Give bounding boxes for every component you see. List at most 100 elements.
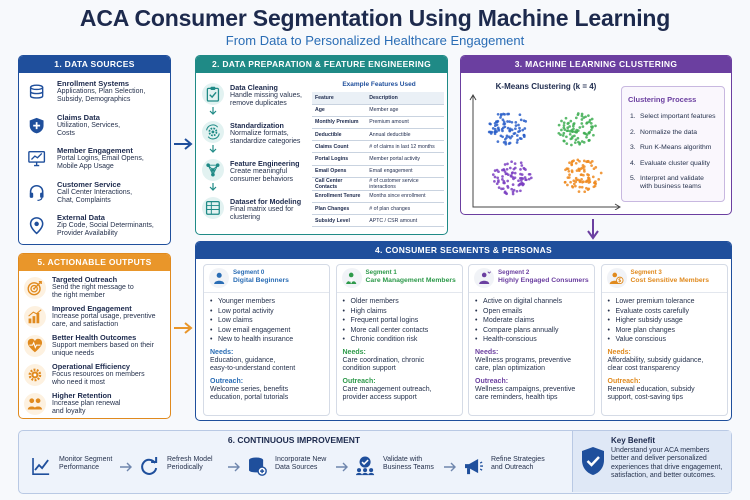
database-add-icon <box>243 452 271 480</box>
target-icon <box>24 277 46 299</box>
data-source-desc: Zip Code, Social Determinants, <box>57 222 154 229</box>
cluster-point <box>572 159 575 163</box>
cluster-point <box>505 167 509 171</box>
cluster-point <box>599 171 603 175</box>
data-source-title: Enrollment Systems <box>57 79 130 88</box>
page-subtitle: From Data to Personalized Healthcare Eng… <box>225 33 525 48</box>
feature-cell: Email Opens <box>312 165 367 178</box>
cluster-point <box>580 185 584 189</box>
people-icon <box>24 393 46 415</box>
needs-label: Needs: <box>342 348 366 356</box>
cluster-group <box>557 112 597 147</box>
cluster-point <box>519 118 523 122</box>
actionable-desc: Support members based on their <box>52 342 154 349</box>
cluster-point <box>559 133 562 137</box>
headset-icon <box>25 181 49 205</box>
cluster-point <box>573 141 577 144</box>
cluster-point <box>568 132 572 136</box>
data-source-desc: Applications, Plan Selection, <box>57 88 146 95</box>
cluster-point <box>501 135 504 139</box>
svg-text:$: $ <box>618 278 622 284</box>
continuous-improvement-panel: 6. CONTINUOUS IMPROVEMENT Monitor Segmen… <box>18 430 732 494</box>
cluster-point <box>577 190 581 193</box>
segment-outreach: Welcome series, benefits <box>210 385 289 393</box>
cluster-point <box>567 169 571 173</box>
cluster-point <box>562 126 566 130</box>
cluster-point <box>502 122 506 126</box>
process-step-line: Evaluate cluster quality <box>640 159 710 167</box>
description-cell: Email engagement <box>366 165 444 178</box>
feature-cell: Portal Logins <box>312 152 367 166</box>
outreach-label: Outreach: <box>342 377 376 385</box>
data-prep-heading: 2. DATA PREPARATION & FEATURE ENGINEERIN… <box>196 56 447 73</box>
improvement-step-line: and Outreach <box>491 464 534 472</box>
segment-needs: Wellness programs, preventive <box>475 356 571 364</box>
actionable-desc: unique needs <box>52 350 95 358</box>
cluster-point <box>566 167 570 171</box>
dataset-icon <box>202 197 224 219</box>
cluster-point <box>501 175 504 178</box>
segment-number: Segment 3 <box>630 269 662 276</box>
cluster-group <box>563 158 603 194</box>
key-benefit-line: experiences that drive engagement, <box>611 463 723 471</box>
cluster-point <box>528 172 532 176</box>
cluster-point <box>510 187 514 191</box>
cluster-point <box>518 176 522 180</box>
table-row: Call Center Contacts# of customer servic… <box>312 177 444 191</box>
axis-arrow-x <box>614 203 621 210</box>
description-cell: # of plan changes <box>366 202 444 216</box>
segment-needs: Education, guidance, <box>210 356 276 364</box>
description-cell: # of customer service interactions <box>366 177 444 191</box>
segment-outreach: Renewal education, subsidy <box>607 385 695 393</box>
cluster-point <box>578 185 582 189</box>
cluster-point <box>514 127 517 131</box>
cluster-point <box>583 170 586 173</box>
cluster-point <box>518 126 521 130</box>
data-source-title: External Data <box>57 213 105 222</box>
cluster-point <box>502 120 506 124</box>
improvement-step-line: Monitor Segment <box>59 456 113 463</box>
segment-name: Cost Sensitive Members <box>630 277 710 284</box>
segment-trait: Low portal activity <box>210 307 328 317</box>
segment-trait: Active on digital channels <box>475 297 593 307</box>
clustering-process-box: Clustering Process 1.Select important fe… <box>621 86 725 202</box>
cluster-point <box>578 126 582 129</box>
segments-heading: 4. CONSUMER SEGMENTS & PERSONAS <box>196 242 731 259</box>
trend-chart-icon <box>27 452 55 480</box>
cluster-point <box>491 127 495 130</box>
segment-trait: Evaluate costs carefully <box>608 307 726 317</box>
cluster-point <box>511 171 514 174</box>
prep-step-title: Standardization <box>230 121 284 130</box>
cluster-group <box>487 112 528 146</box>
process-step-text: Evaluate cluster quality <box>640 160 724 168</box>
actionable-desc: the right member <box>52 292 105 300</box>
cluster-chart-title: K-Means Clustering (k = 4) <box>495 82 597 91</box>
cluster-point <box>565 129 569 133</box>
segment-traits: Active on digital channelsOpen emailsMod… <box>475 297 593 345</box>
cluster-point <box>585 186 588 190</box>
cluster-point <box>506 184 509 188</box>
clipboard-check-icon <box>202 83 224 105</box>
cluster-point <box>502 168 506 171</box>
refresh-icon <box>135 452 163 480</box>
cluster-point <box>570 128 574 132</box>
cluster-point <box>504 142 508 146</box>
improvement-step-line: Refresh Model <box>167 456 213 463</box>
actionable-title: Higher Retention <box>52 391 112 400</box>
segment-trait: Low email engagement <box>210 326 328 336</box>
cluster-point <box>523 127 527 130</box>
cluster-point <box>584 180 588 184</box>
